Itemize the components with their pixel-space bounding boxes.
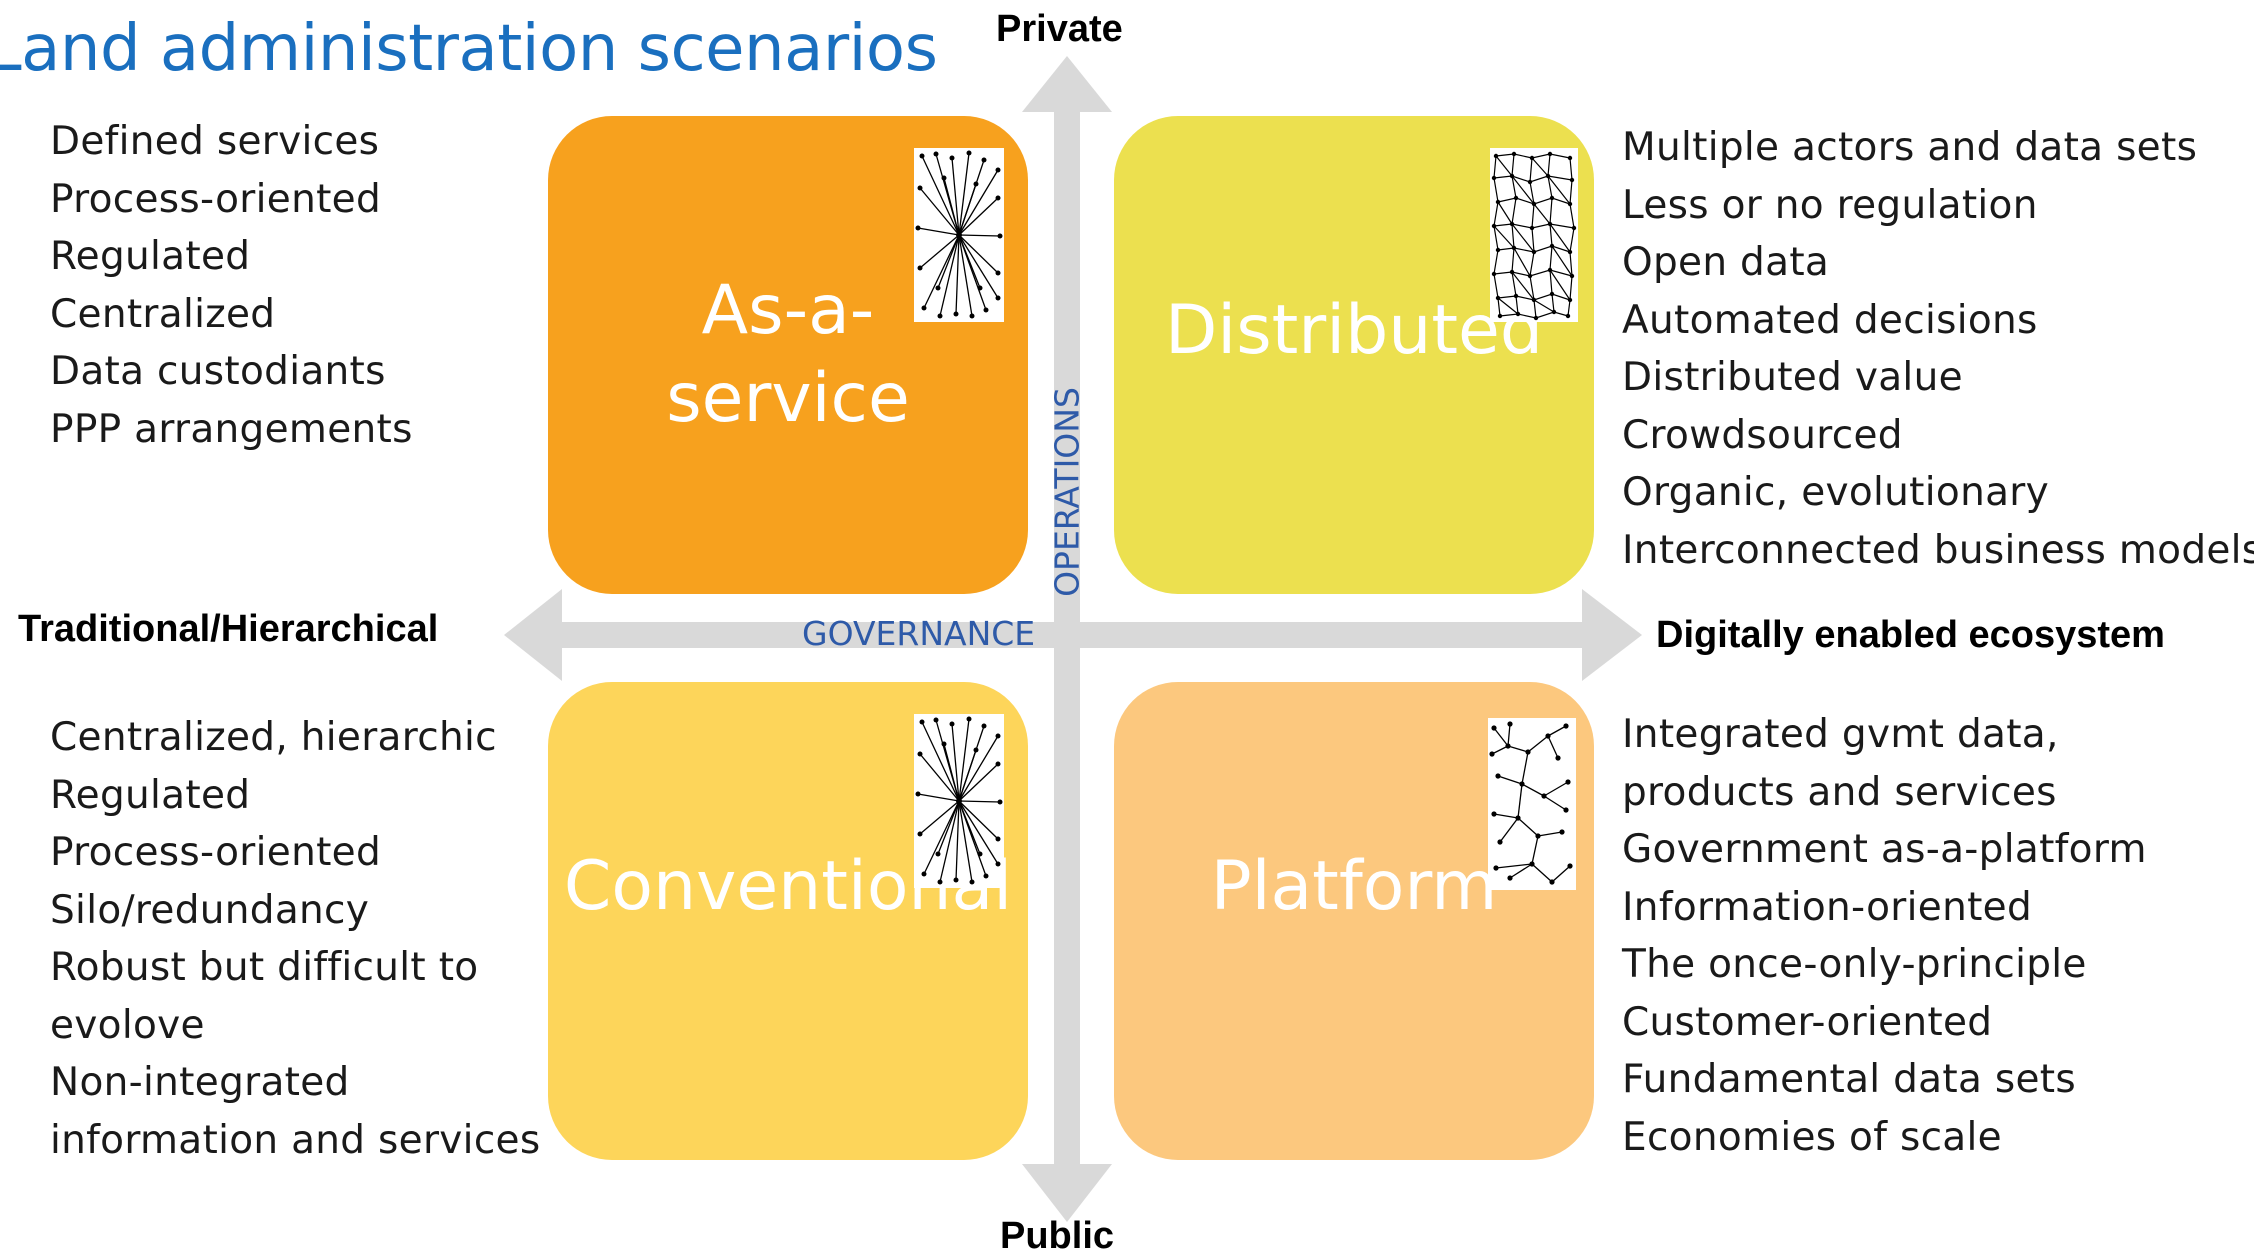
list-as-a-service-traits: Defined services Process-oriented Regula… <box>50 113 413 458</box>
list-item: information and services <box>50 1117 541 1163</box>
list-item: Silo/redundancy <box>50 887 370 933</box>
list-item: The once-only-principle <box>1622 942 2087 987</box>
list-conventional-traits: Centralized, hierarchic Regulated Proces… <box>50 709 540 1169</box>
axis-word-operations: OPERATIONS <box>1047 387 1087 597</box>
list-item: Defined services <box>50 119 380 164</box>
list-distributed-traits: Multiple actors and data sets Less or no… <box>1622 119 2254 579</box>
axis-label-traditional: Traditional/Hierarchical <box>18 608 439 650</box>
axis-label-private: Private <box>996 8 1123 50</box>
page-title: Land administration scenarios <box>0 12 938 86</box>
list-item: Non-integrated <box>50 1060 350 1105</box>
list-item: products and services <box>1622 769 2057 815</box>
list-item: Regulated <box>50 772 251 818</box>
list-item: Crowdsourced <box>1622 412 1903 458</box>
star-network-icon <box>914 148 1004 322</box>
quadrant-label: As-a- service <box>666 271 910 438</box>
list-item: Automated decisions <box>1622 297 2038 343</box>
list-item: Distributed value <box>1622 355 1963 400</box>
quadrant-label: Distributed <box>1164 291 1544 370</box>
list-item: Information-oriented <box>1622 884 2033 930</box>
list-item: Fundamental data sets <box>1622 1057 2076 1102</box>
star-network-icon <box>914 714 1004 888</box>
list-item: Customer-oriented <box>1622 999 1993 1045</box>
list-item: Multiple actors and data sets <box>1622 125 2198 170</box>
list-item: Centralized <box>50 291 276 337</box>
list-item: Open data <box>1622 240 1830 285</box>
list-item: Process-oriented <box>50 176 382 222</box>
list-item: Less or no regulation <box>1622 182 2038 228</box>
list-item: Data custodiants <box>50 349 386 394</box>
list-item: Interconnected business models <box>1622 527 2254 573</box>
list-item: Integrated gvmt data, <box>1622 712 2059 757</box>
list-item: Government as-a-platform <box>1622 827 2147 872</box>
tree-network-icon <box>1488 718 1576 890</box>
list-item: Process-oriented <box>50 830 382 875</box>
quadrant-label: Platform <box>1210 847 1498 926</box>
axis-label-digital: Digitally enabled ecosystem <box>1656 614 2165 656</box>
list-item: evolove <box>50 1002 205 1048</box>
list-item: Centralized, hierarchic <box>50 715 497 760</box>
list-item: Economies of scale <box>1622 1114 2002 1160</box>
list-item: Robust but difficult to <box>50 945 479 990</box>
list-item: Organic, evolutionary <box>1622 470 2049 515</box>
list-platform-traits: Integrated gvmt data, products and servi… <box>1622 706 2147 1166</box>
mesh-network-icon <box>1490 148 1578 322</box>
axis-word-governance: GOVERNANCE <box>802 614 1036 653</box>
list-item: PPP arrangements <box>50 406 413 452</box>
list-item: Regulated <box>50 234 251 279</box>
axis-label-public: Public <box>1000 1215 1115 1257</box>
